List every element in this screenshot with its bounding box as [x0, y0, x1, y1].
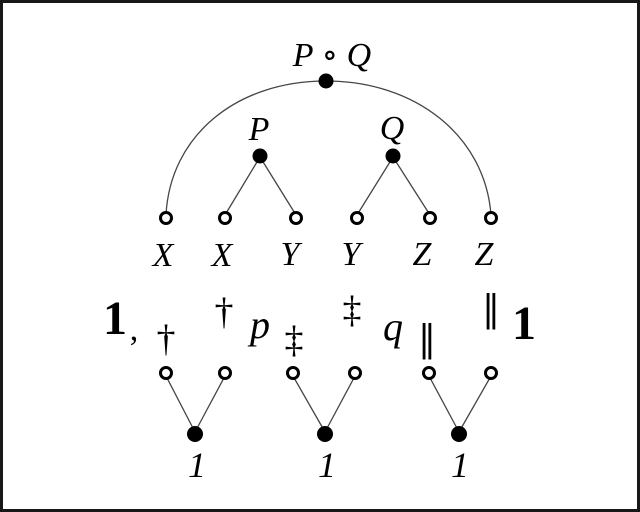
- leaf-node-z2: [484, 211, 498, 225]
- edge-q-left: [356, 156, 394, 216]
- unit1-root-node: [187, 426, 203, 442]
- unit1-leaf-right: [218, 366, 232, 380]
- unit3-leaf-left: [422, 366, 436, 380]
- composite-label: P ∘ Q: [292, 37, 372, 74]
- edge-q-right: [392, 156, 431, 216]
- unit3-root-node: [451, 426, 467, 442]
- edge-p-right: [259, 156, 297, 216]
- unit2-leaf-left: [286, 366, 300, 380]
- leaf-node-y1: [289, 211, 303, 225]
- leaf-node-z1: [423, 211, 437, 225]
- leaf-label-x2: X: [211, 237, 233, 274]
- edge-p-left: [224, 156, 261, 216]
- p-root-node: [252, 148, 268, 164]
- q-superscript-double-dagger: ‡: [342, 289, 362, 331]
- right-unit-symbol: 1: [512, 297, 536, 350]
- unit1-leaf-left: [159, 366, 173, 380]
- edge-unit2-right: [324, 375, 356, 433]
- comma-symbol: ,: [129, 311, 139, 348]
- left-dagger-marker: †: [156, 318, 176, 360]
- p-label: P: [248, 111, 270, 148]
- leaf-node-x1: [159, 211, 173, 225]
- unit2-leaf-right: [348, 366, 362, 380]
- p-morphism-label: p: [250, 302, 270, 347]
- leaf-label-z2: Z: [474, 236, 494, 273]
- q-root-node: [385, 148, 401, 164]
- unit1-label: 1: [188, 445, 206, 485]
- left-unit-symbol: 1: [103, 292, 127, 345]
- leaf-node-y2: [350, 211, 364, 225]
- edge-unit3-right: [458, 375, 492, 433]
- right-parallel-marker: ‖: [482, 289, 500, 330]
- leaf-node-x2: [218, 211, 232, 225]
- leaf-label-y1: Y: [280, 236, 300, 273]
- p-superscript-dagger: †: [214, 291, 234, 333]
- unit2-label: 1: [318, 445, 336, 485]
- q-label: Q: [379, 110, 405, 147]
- composite-root-node: [318, 73, 334, 89]
- edge-unit1-right: [194, 375, 226, 433]
- edge-unit1-left: [165, 375, 196, 433]
- edge-arc-composite: [165, 80, 492, 216]
- unit2-root-node: [317, 426, 333, 442]
- unit3-label: 1: [451, 445, 469, 485]
- edge-unit3-left: [428, 375, 460, 433]
- unit3-leaf-right: [484, 366, 498, 380]
- tree-edges-layer: [159, 73, 498, 442]
- leaf-label-x1: X: [152, 237, 174, 274]
- p-subscript-double-dagger: ‡: [284, 319, 304, 361]
- leaf-label-z1: Z: [412, 236, 432, 273]
- q-subscript-parallel: ‖: [418, 319, 436, 360]
- leaf-label-y2: Y: [341, 236, 361, 273]
- edge-unit2-left: [292, 375, 326, 433]
- q-morphism-label: q: [383, 304, 403, 349]
